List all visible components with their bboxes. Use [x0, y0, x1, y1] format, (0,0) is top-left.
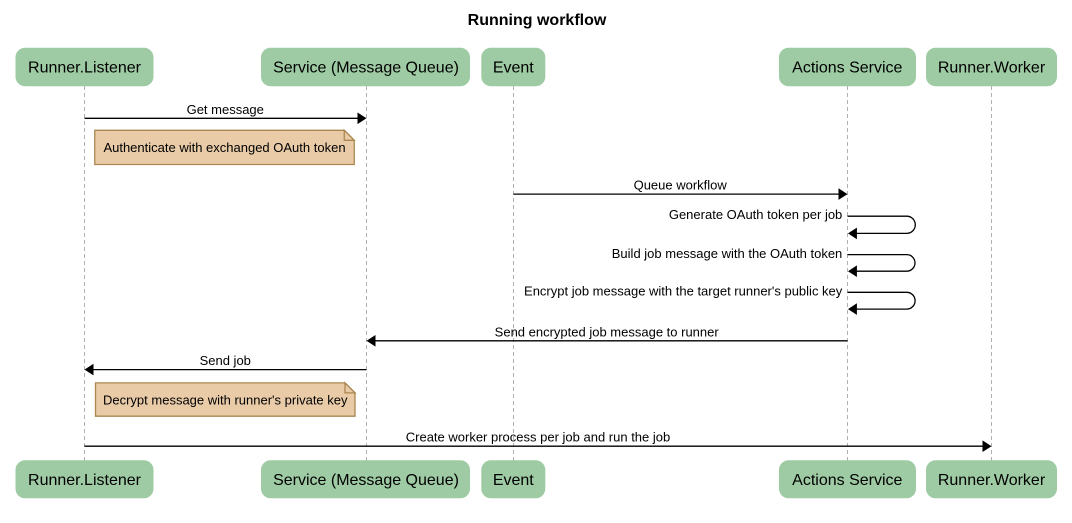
- svg-text:Event: Event: [493, 60, 534, 77]
- svg-text:Runner.Listener: Runner.Listener: [28, 472, 142, 489]
- svg-text:Service (Message Queue): Service (Message Queue): [273, 60, 459, 77]
- svg-text:Send job: Send job: [200, 353, 251, 368]
- svg-text:Get message: Get message: [187, 102, 264, 117]
- svg-text:Generate OAuth token per job: Generate OAuth token per job: [669, 207, 842, 222]
- svg-text:Running workflow: Running workflow: [468, 12, 607, 29]
- svg-text:Actions Service: Actions Service: [792, 60, 902, 77]
- svg-text:Queue workflow: Queue workflow: [634, 178, 728, 193]
- svg-text:Authenticate with exchanged OA: Authenticate with exchanged OAuth token: [103, 140, 345, 155]
- svg-text:Service (Message Queue): Service (Message Queue): [273, 472, 459, 489]
- svg-text:Decrypt message with runner's: Decrypt message with runner's private ke…: [103, 393, 348, 408]
- svg-text:Event: Event: [493, 472, 534, 489]
- svg-text:Send encrypted job message to: Send encrypted job message to runner: [495, 324, 720, 339]
- svg-text:Runner.Worker: Runner.Worker: [938, 60, 1046, 77]
- svg-text:Create worker process per job: Create worker process per job and run th…: [406, 430, 670, 445]
- svg-text:Runner.Listener: Runner.Listener: [28, 60, 142, 77]
- svg-text:Build job message with the OAu: Build job message with the OAuth token: [612, 246, 843, 261]
- svg-text:Encrypt job message with the t: Encrypt job message with the target runn…: [524, 284, 843, 299]
- svg-text:Actions Service: Actions Service: [792, 472, 902, 489]
- svg-text:Runner.Worker: Runner.Worker: [938, 472, 1046, 489]
